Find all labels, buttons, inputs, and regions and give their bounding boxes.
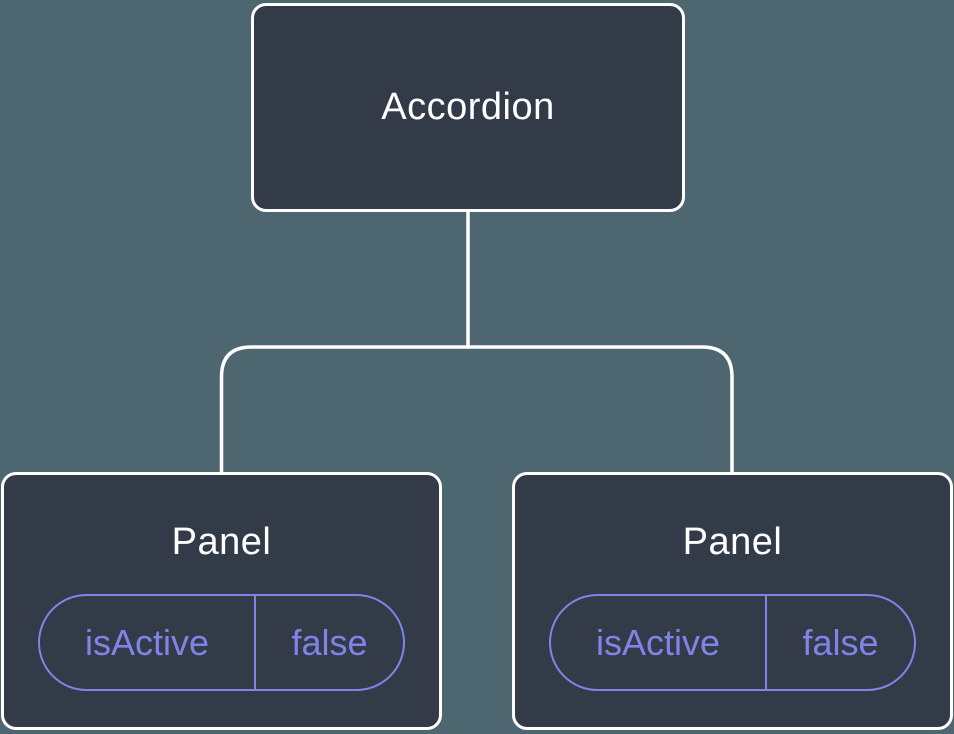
prop-name: isActive	[40, 596, 256, 689]
panel-node-right: Panel isActive false	[512, 472, 953, 730]
connector-branch-bracket	[219, 345, 734, 476]
panel-node-left: Panel isActive false	[1, 472, 442, 730]
prop-value: false	[802, 621, 879, 663]
prop-value: false	[291, 621, 368, 663]
panel-node-label: Panel	[171, 521, 272, 563]
accordion-node: Accordion	[251, 3, 685, 212]
prop-pill: isActive false	[549, 594, 916, 691]
accordion-node-label: Accordion	[381, 86, 555, 128]
prop-name: isActive	[551, 596, 767, 689]
panel-node-label: Panel	[682, 521, 783, 563]
prop-pill: isActive false	[38, 594, 405, 691]
